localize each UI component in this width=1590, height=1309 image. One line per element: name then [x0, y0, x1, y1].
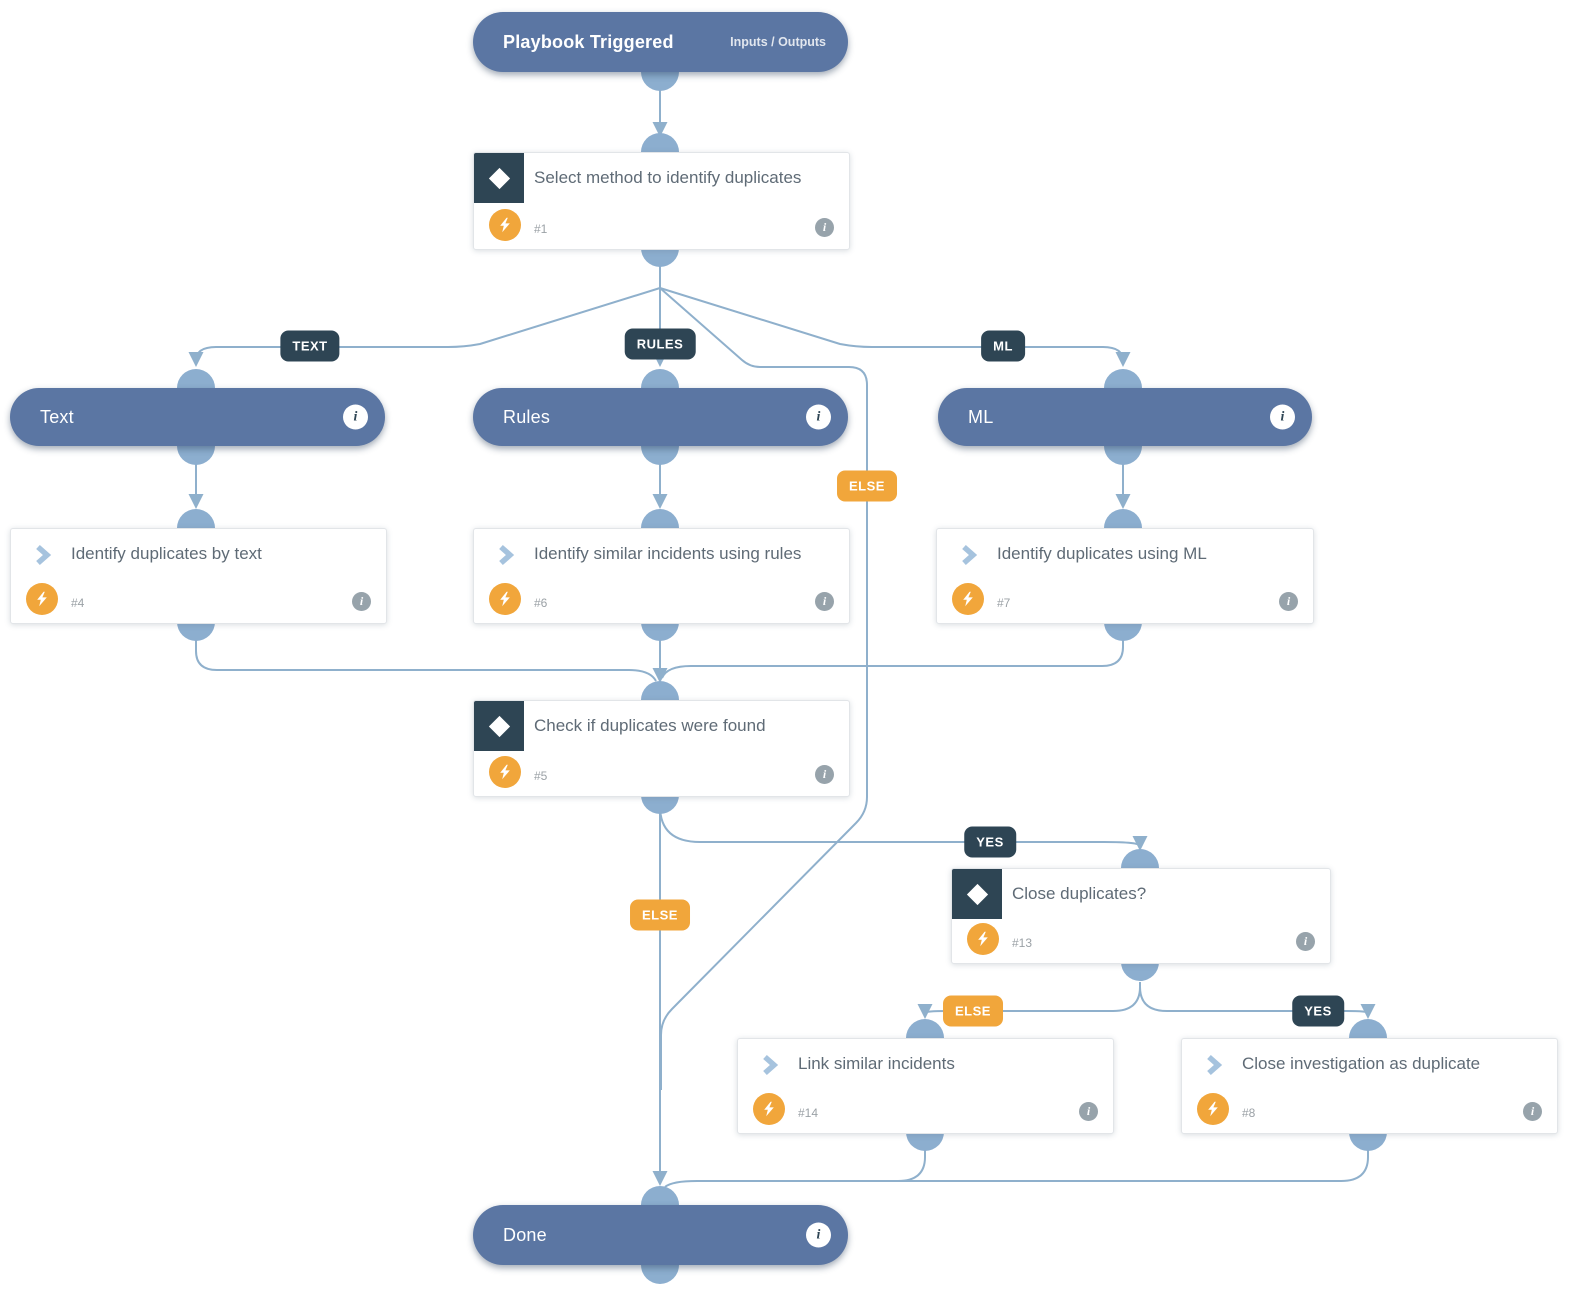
edge-t13-else-t14 — [917, 982, 1141, 1019]
playbook-triggered-label: Playbook Triggered — [503, 31, 674, 52]
task-title: Identify duplicates using ML — [997, 544, 1207, 563]
task-title: Check if duplicates were found — [534, 716, 766, 735]
edge-label-rules: RULES — [624, 328, 696, 360]
edge-label-text: TEXT — [280, 330, 340, 362]
playbook-triggered-pill[interactable]: Playbook Triggered Inputs / Outputs — [473, 12, 848, 72]
info-icon[interactable]: i — [1279, 592, 1298, 611]
task-card-identify-by-ml[interactable]: Identify duplicates using ML #7 i — [936, 528, 1314, 624]
info-icon[interactable]: i — [1523, 1102, 1542, 1121]
edge-label-yes-close: YES — [1292, 995, 1344, 1027]
task-number: #7 — [997, 596, 1011, 610]
info-icon[interactable]: i — [815, 218, 834, 237]
automation-bolt-icon — [753, 1093, 785, 1125]
edge-t13-yes-t8 — [1139, 982, 1376, 1019]
edge-t7-t5 — [661, 624, 1124, 679]
automation-bolt-icon — [1197, 1093, 1229, 1125]
edge-label-else-close: ELSE — [943, 995, 1003, 1027]
task-card-link-similar[interactable]: Link similar incidents #14 i — [737, 1038, 1114, 1134]
automation-bolt-icon — [489, 583, 521, 615]
task-chevron-icon — [1203, 1054, 1225, 1081]
task-chevron-icon — [759, 1054, 781, 1081]
task-card-identify-by-text[interactable]: Identify duplicates by text #4 i — [10, 528, 387, 624]
info-icon[interactable]: i — [1079, 1102, 1098, 1121]
automation-bolt-icon — [489, 756, 521, 788]
task-title: Close investigation as duplicate — [1242, 1054, 1481, 1073]
info-icon[interactable]: i — [352, 592, 371, 611]
info-icon[interactable]: i — [806, 1222, 831, 1248]
edge-t8-done — [664, 1134, 1369, 1188]
task-number: #13 — [1012, 936, 1033, 950]
edge-t1-else — [659, 287, 868, 1090]
task-chevron-icon — [958, 544, 980, 571]
task-number: #1 — [534, 222, 548, 236]
task-number: #8 — [1242, 1106, 1256, 1120]
automation-bolt-icon — [489, 209, 521, 241]
edge-label-else-check: ELSE — [630, 899, 690, 931]
condition-icon — [474, 153, 524, 203]
task-card-check-duplicates[interactable]: Check if duplicates were found #5 i — [473, 700, 850, 797]
edge-t4-t5 — [195, 624, 657, 682]
automation-bolt-icon — [26, 583, 58, 615]
section-pill-ml[interactable]: ML i — [938, 388, 1312, 446]
condition-icon — [952, 869, 1002, 919]
task-title: Select method to identify duplicates — [534, 168, 802, 187]
edge-label-yes-check: YES — [964, 826, 1016, 858]
task-number: #14 — [798, 1106, 819, 1120]
info-icon[interactable]: i — [815, 592, 834, 611]
task-number: #6 — [534, 596, 548, 610]
task-title: Link similar incidents — [798, 1054, 955, 1073]
task-card-select-method[interactable]: Select method to identify duplicates #1 … — [473, 152, 850, 250]
task-card-close-investigation[interactable]: Close investigation as duplicate #8 i — [1181, 1038, 1558, 1134]
info-icon[interactable]: i — [806, 404, 831, 430]
task-card-close-duplicates[interactable]: Close duplicates? #13 i — [951, 868, 1331, 964]
section-pill-done[interactable]: Done i — [473, 1205, 848, 1265]
automation-bolt-icon — [952, 583, 984, 615]
section-label: ML — [968, 406, 994, 427]
task-number: #4 — [71, 596, 85, 610]
info-icon[interactable]: i — [815, 765, 834, 784]
info-icon[interactable]: i — [1270, 404, 1295, 430]
task-chevron-icon — [495, 544, 517, 571]
section-pill-text[interactable]: Text i — [10, 388, 385, 446]
info-icon[interactable]: i — [1296, 932, 1315, 951]
section-label: Rules — [503, 406, 551, 427]
section-label: Text — [40, 406, 74, 427]
edge-t1-ml — [659, 287, 1131, 367]
edge-t5-yes-t13 — [659, 797, 1148, 851]
info-icon[interactable]: i — [343, 404, 368, 430]
task-card-identify-by-rules[interactable]: Identify similar incidents using rules #… — [473, 528, 850, 624]
edge-label-else-select: ELSE — [837, 470, 897, 502]
task-title: Close duplicates? — [1012, 884, 1147, 903]
task-chevron-icon — [32, 544, 54, 571]
task-title: Identify duplicates by text — [71, 544, 262, 563]
edge-t14-done — [897, 1134, 926, 1182]
section-label: Done — [503, 1224, 547, 1245]
condition-icon — [474, 701, 524, 751]
edge-t1-text — [188, 287, 661, 367]
automation-bolt-icon — [967, 923, 999, 955]
task-number: #5 — [534, 769, 548, 783]
edge-label-ml: ML — [981, 330, 1025, 362]
task-title: Identify similar incidents using rules — [534, 544, 802, 563]
inputs-outputs-link[interactable]: Inputs / Outputs — [730, 35, 826, 49]
section-pill-rules[interactable]: Rules i — [473, 388, 848, 446]
